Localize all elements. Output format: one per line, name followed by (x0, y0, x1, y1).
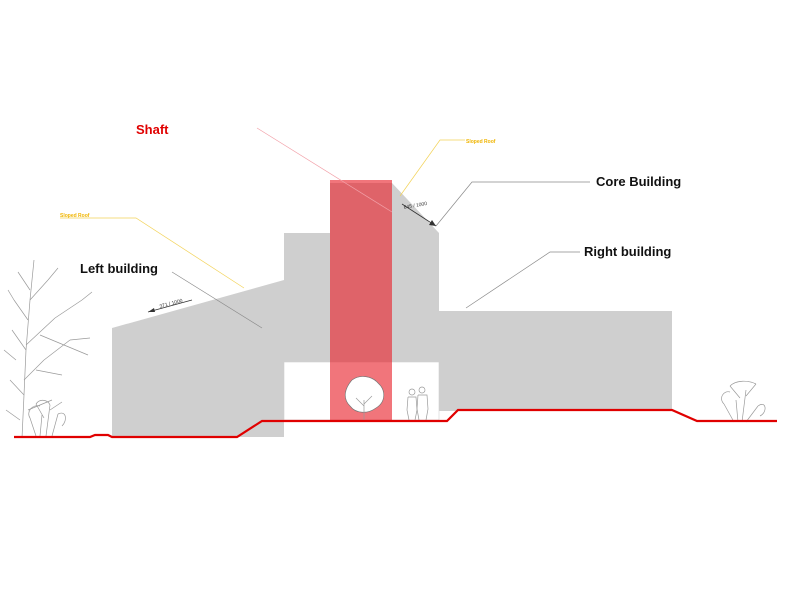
dimension-left-roof: 371 / 1000 (159, 298, 184, 310)
dimension-arrow-core-roof (401, 203, 437, 227)
leader-right-building (465, 251, 580, 309)
people-sketch (406, 386, 429, 421)
arrowhead-core-roof (429, 220, 436, 226)
bare-tree-left (3, 259, 93, 439)
leader-core-building (435, 181, 590, 227)
dimension-arrow-left-roof (147, 299, 193, 313)
left-building (112, 280, 284, 437)
leader-left-building (171, 271, 263, 329)
leader-sloped-roof-left (60, 217, 245, 289)
label-core-building: Core Building (596, 174, 681, 189)
shrub-right (721, 380, 766, 423)
tree-sketch (344, 376, 385, 422)
arrowhead-left-roof (148, 308, 155, 312)
label-right-building: Right building (584, 244, 671, 259)
shrub-left (28, 400, 66, 437)
ground-line (14, 408, 777, 439)
leader-shaft (256, 127, 393, 213)
dimension-core-roof: 645 / 1000 (403, 201, 428, 211)
right-building (439, 311, 672, 411)
label-sloped-roof-core: Sloped Roof (466, 139, 496, 145)
leader-sloped-roof-core (399, 139, 465, 197)
label-left-building: Left building (80, 261, 158, 276)
label-sloped-roof-left: Sloped Roof (60, 213, 90, 219)
label-shaft: Shaft (136, 122, 169, 137)
